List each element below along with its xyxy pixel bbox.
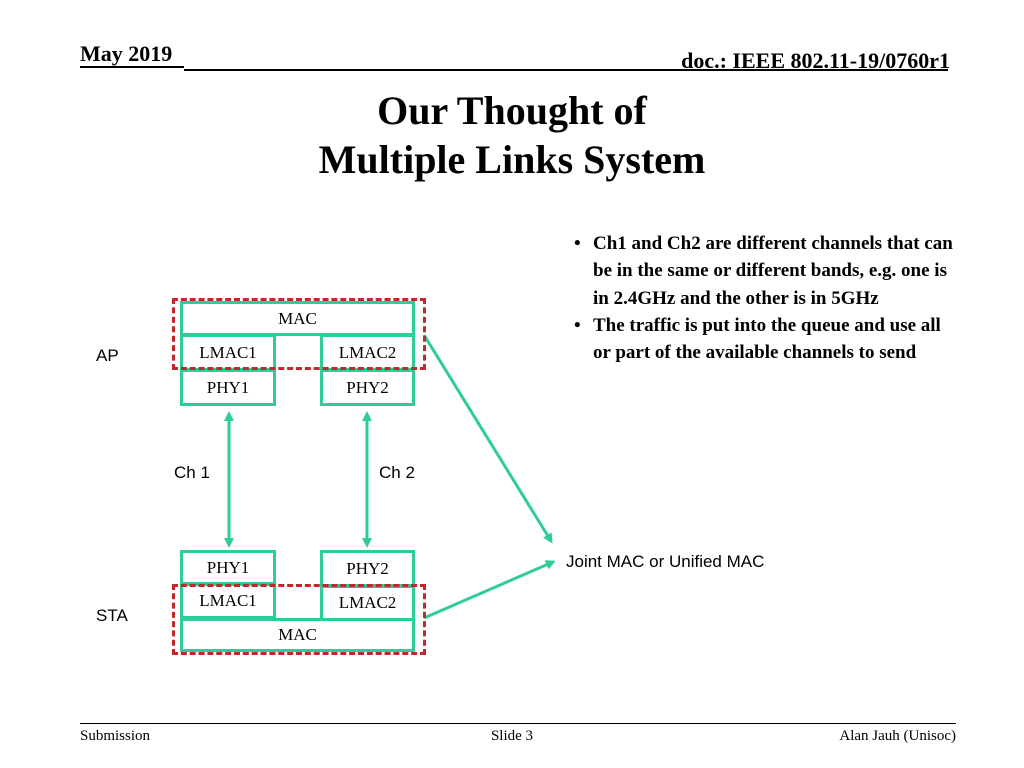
ap-mac-block: MAC [180,301,415,336]
sta-phy1-block: PHY1 [180,550,276,585]
ch1-label: Ch 1 [174,463,210,482]
sta-phy2-block: PHY2 [320,550,415,587]
header-rule [184,69,948,71]
slide-title-line-1: Our Thought of [377,88,647,133]
ap-phy2-block: PHY2 [320,369,415,406]
joint-mac-label: Joint MAC or Unified MAC [566,552,765,571]
footer-slide-number: Slide 3 [490,728,534,744]
sta-mac-block: MAC [180,618,415,652]
ap-joint-mac-outline [172,298,426,370]
bullet-list: Ch1 and Ch2 are different channels that … [574,230,954,366]
sta-joint-mac-arrow [423,560,556,620]
header-doc-id: doc.: IEEE 802.11-19/0760r1 [681,48,950,73]
slide-title: Our Thought of Multiple Links System [0,86,1024,184]
footer-rule [80,723,956,724]
ap-joint-mac-arrow [422,334,553,544]
header-date: May 2019 [80,41,173,66]
ch2-label: Ch 2 [379,463,415,482]
ap-phy1-block: PHY1 [180,369,276,406]
footer-author: Alan Jauh (Unisoc) [839,728,956,744]
slide-title-line-2: Multiple Links System [318,137,706,182]
sta-joint-mac-outline [172,584,426,655]
ap-label: AP [96,346,119,365]
header-date-underline [80,66,184,68]
bullet-item-traffic: The traffic is put into the queue and us… [574,312,954,367]
bullet-item-channels: Ch1 and Ch2 are different channels that … [574,230,954,312]
sta-label: STA [96,606,128,625]
footer-submission: Submission [80,728,151,744]
